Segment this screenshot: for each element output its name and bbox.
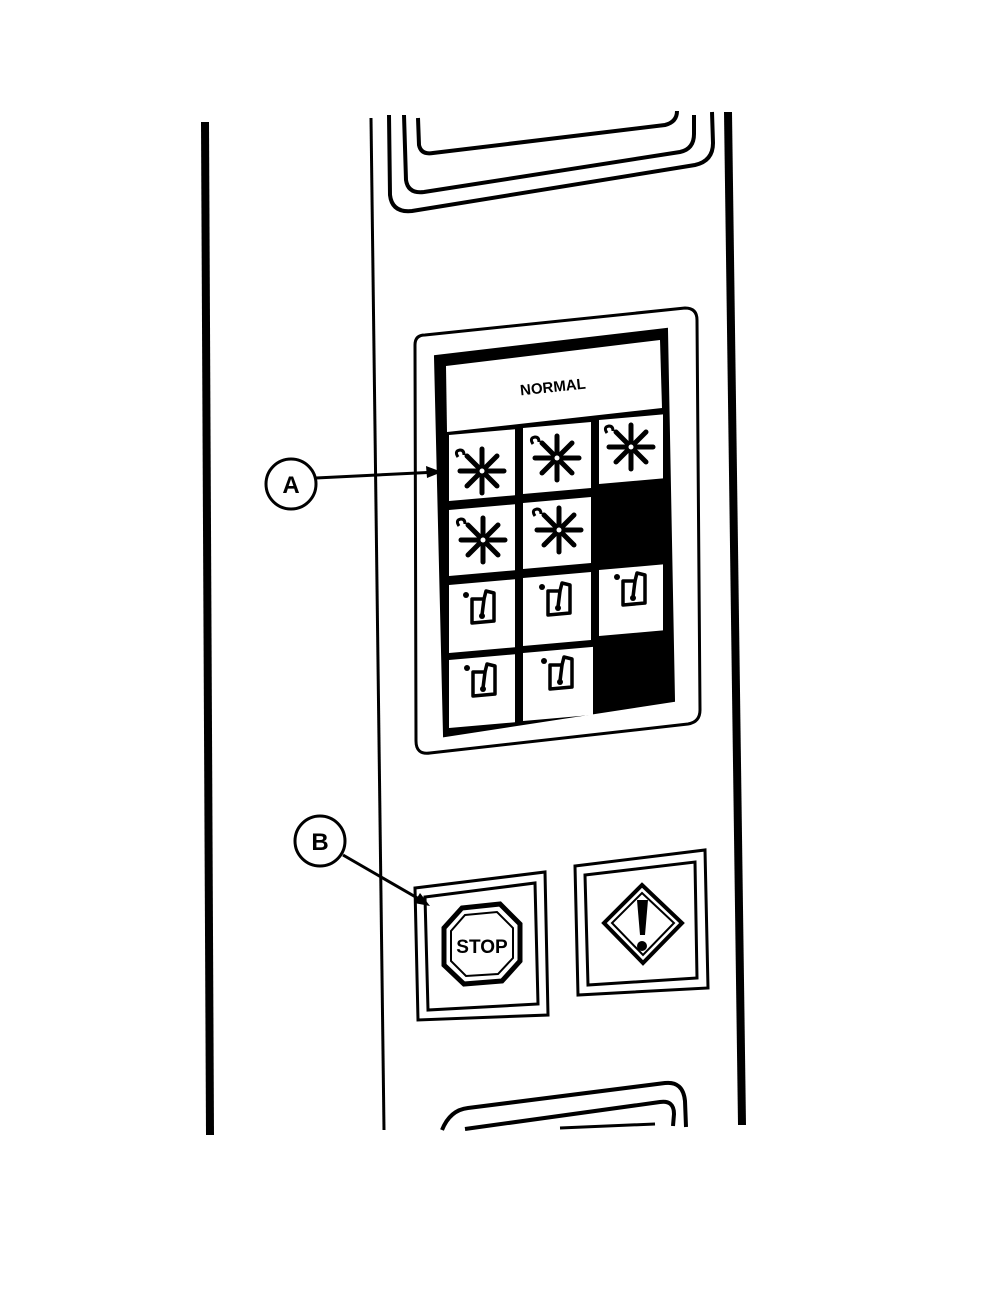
exclamation-diamond-icon	[601, 882, 685, 966]
normal-label: NORMAL	[519, 376, 586, 400]
callout-b: B	[293, 814, 430, 906]
display-header	[446, 340, 662, 432]
warning-button	[573, 848, 710, 997]
right-frame-line	[724, 111, 746, 1126]
display-bezel	[413, 306, 702, 755]
svg-text:A: A	[282, 472, 299, 499]
svg-text:B: B	[311, 829, 328, 856]
stop-button: STOP	[413, 870, 550, 1022]
bottom-recess	[440, 1080, 688, 1131]
left-frame-line	[201, 121, 214, 1136]
svg-text:STOP: STOP	[456, 937, 508, 958]
panel-edge-line-1	[369, 117, 386, 1131]
callout-a: A	[264, 457, 442, 511]
top-recess	[387, 110, 716, 214]
